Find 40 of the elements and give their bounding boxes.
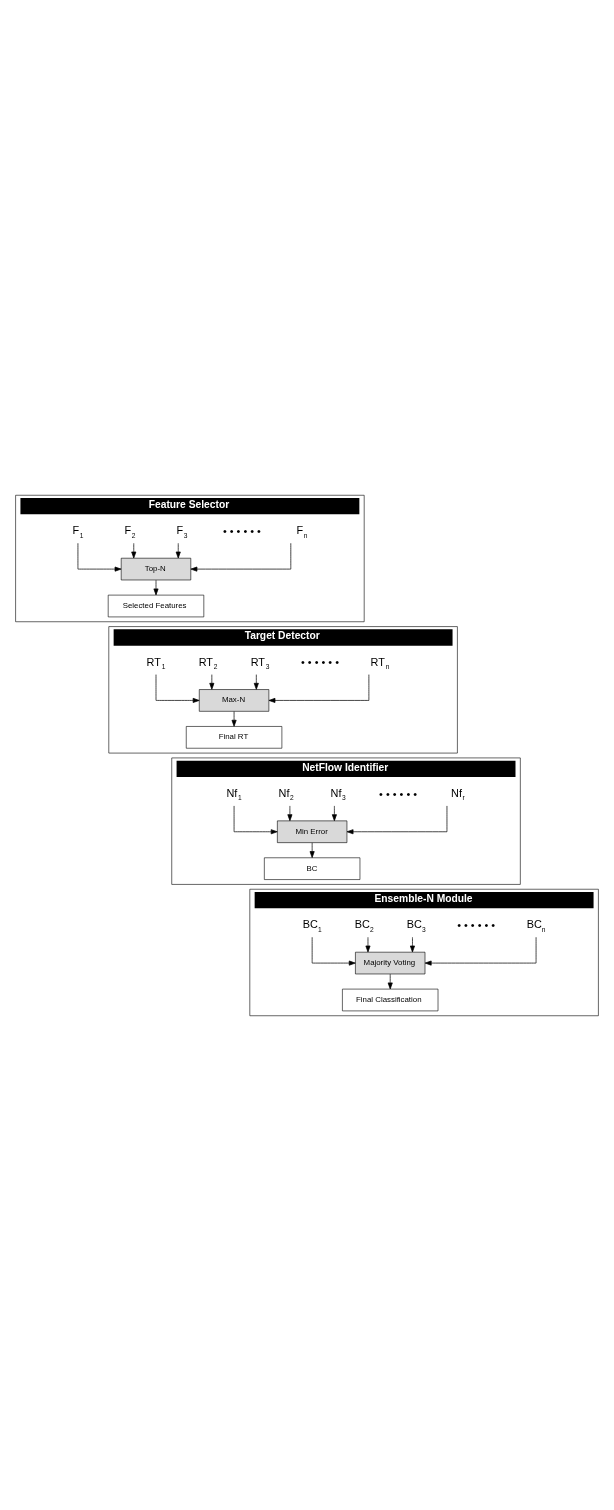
- label: • • • • • •: [222, 524, 261, 537]
- arrow: [287, 805, 293, 821]
- arrow: [309, 841, 315, 858]
- arrow: [209, 673, 215, 690]
- arrow: [311, 936, 356, 966]
- node-text: Nf$_{3}$: [330, 786, 346, 801]
- node-text: F$_{n}$: [296, 523, 308, 539]
- arrow: [131, 542, 137, 558]
- arrow: [424, 936, 537, 966]
- arrow: [253, 673, 259, 690]
- node-text: RT$_{n}$: [370, 655, 390, 670]
- arrow: [387, 973, 393, 989]
- label: • • • • • •: [301, 655, 339, 668]
- node-text: F$_{3}$: [176, 523, 188, 539]
- node-text: Nf$_{2}$: [278, 786, 294, 801]
- arrow: [231, 710, 237, 727]
- node-text: RT$_{1}$: [146, 655, 166, 670]
- node-text: BC$_{2}$: [354, 917, 374, 933]
- arrow: [409, 936, 415, 952]
- node-text: Nf$_{r}$: [451, 786, 465, 801]
- arrow: [346, 805, 448, 834]
- arrow: [365, 936, 371, 952]
- arrow: [190, 542, 292, 572]
- node-text: BC$_{3}$: [406, 917, 426, 933]
- arrow: [175, 542, 181, 558]
- arrow: [77, 542, 122, 572]
- node-text: Nf$_{1}$: [226, 786, 242, 801]
- node-text: BC$_{1}$: [302, 917, 322, 933]
- node-text: F$_{1}$: [72, 523, 84, 539]
- node-text: F$_{2}$: [124, 523, 136, 539]
- arrow: [153, 579, 159, 595]
- node-text: BC$_{n}$: [526, 917, 546, 933]
- arrow: [233, 805, 278, 834]
- label: • • • • • •: [379, 787, 418, 799]
- arrow: [268, 673, 370, 703]
- arrow: [155, 673, 200, 703]
- label: • • • • • •: [457, 918, 496, 931]
- node-text: RT$_{2}$: [198, 655, 218, 670]
- arrow: [331, 805, 337, 821]
- node-text: RT$_{3}$: [250, 655, 270, 670]
